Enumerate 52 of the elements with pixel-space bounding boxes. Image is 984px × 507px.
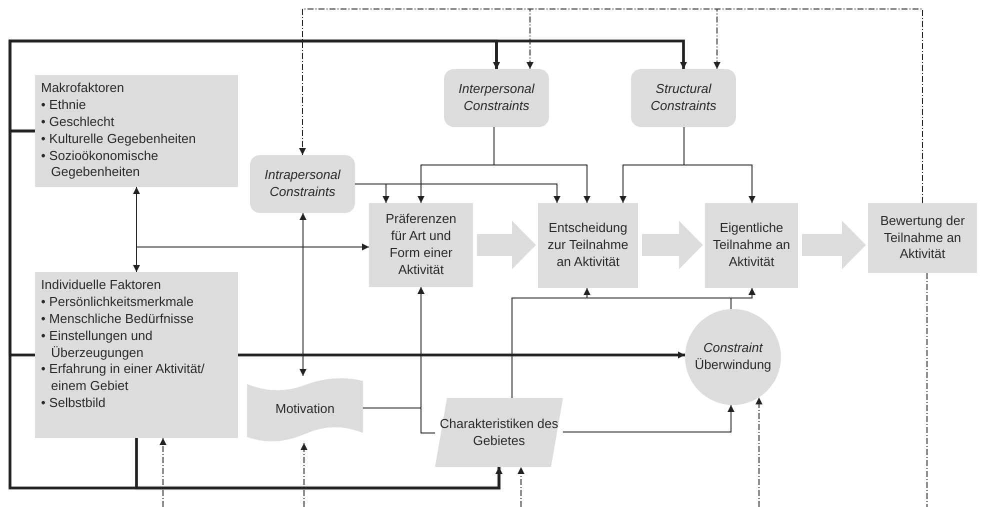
- document-shape: [247, 376, 363, 443]
- box-heading: Makrofaktoren: [41, 80, 124, 97]
- arrow: [354, 184, 560, 204]
- arrow: [8, 40, 500, 356]
- list-item: • Sozioökonomische Gegebenheiten: [41, 148, 160, 182]
- node-label: Motivation: [274, 401, 336, 418]
- list-item: • Menschliche Bedürfnisse: [41, 310, 194, 328]
- constraint-box: [444, 69, 549, 127]
- process-box: [369, 203, 473, 287]
- process-box: [868, 203, 977, 273]
- arrow: [684, 126, 756, 204]
- block-arrow: [642, 220, 703, 270]
- arrow: [756, 396, 762, 507]
- list-item: • Selbstbild: [41, 395, 107, 412]
- node-label: Charakteristiken des Gebietes: [438, 416, 560, 450]
- process-box: [538, 203, 638, 288]
- arrow: [418, 286, 436, 434]
- list-item: • Erfahrung in einer Aktivität/ einem Gebiet: [41, 361, 206, 396]
- arrow: [300, 212, 306, 376]
- arrow: [133, 186, 140, 272]
- box-heading: Individuelle Faktoren: [41, 277, 161, 294]
- factor-box: [35, 75, 238, 187]
- node-label: Interpersonal Constraints: [458, 81, 536, 115]
- arrow: [136, 186, 370, 250]
- arrow: [730, 288, 756, 310]
- arrow: [238, 352, 686, 358]
- list-item: • Geschlecht: [41, 114, 116, 131]
- data-parallelogram: [435, 398, 563, 467]
- block-arrow: [802, 220, 866, 270]
- list-item: • Ethnie: [41, 96, 88, 114]
- arrow: [160, 438, 166, 507]
- arrow: [518, 466, 524, 507]
- list-item: • Persönlichkeitsmerkmale: [41, 294, 195, 311]
- process-box: [705, 203, 798, 288]
- connector-line: [926, 272, 928, 507]
- node-label: Intrapersonal Constraints: [264, 167, 342, 201]
- node-label: Präferenzen für Art und Form einer Aktivität: [384, 211, 458, 279]
- block-arrow: [477, 220, 536, 270]
- node-label: Structural Constraints: [650, 81, 718, 115]
- node-label: Constraint Überwindung: [694, 340, 772, 374]
- constraint-box: [250, 155, 355, 213]
- node-label: Bewertung der Teilnahme an Aktivität: [879, 212, 966, 264]
- list-item: • Einstellungen und Überzeugungen: [41, 328, 154, 362]
- arrow: [135, 438, 502, 490]
- arrow: [494, 126, 590, 204]
- node-label: Eigentliche Teilnahme an Aktivität: [712, 220, 792, 271]
- node-label: Entscheidung zur Teilnahme an Aktivität: [546, 220, 630, 271]
- factor-box: [35, 272, 238, 438]
- arrow: [300, 442, 308, 507]
- constraint-box: [631, 69, 736, 127]
- list-item: • Kulturelle Gegebenheiten: [41, 130, 196, 148]
- arrow: [562, 404, 734, 432]
